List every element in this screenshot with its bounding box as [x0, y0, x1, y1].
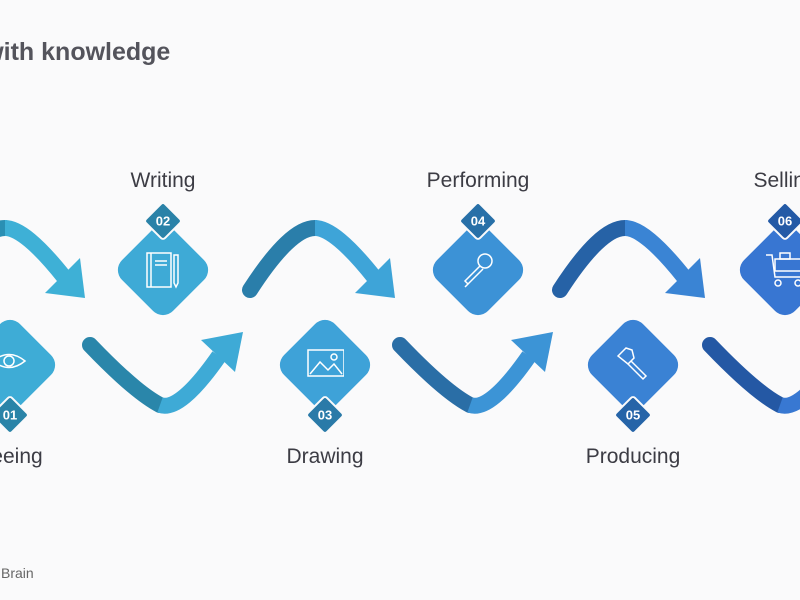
step-number: 04 [470, 213, 486, 229]
arrow-body [157, 351, 226, 414]
step-label: Selling [753, 169, 800, 192]
step-label: Writing [130, 169, 196, 192]
arrow-head [511, 332, 553, 372]
step-number: 05 [625, 407, 641, 423]
step-label: Performing [426, 169, 530, 192]
image-icon [307, 349, 344, 377]
notebook-pencil-icon [146, 252, 179, 289]
arrow-tail [0, 220, 13, 238]
arrow-head [665, 258, 705, 298]
eye-icon [0, 353, 27, 369]
arrow-body [467, 351, 536, 414]
arrow-head [45, 258, 85, 298]
step-number: 02 [155, 213, 171, 229]
step-number: 03 [317, 407, 333, 423]
arrow-body [314, 220, 381, 282]
step-number: 01 [2, 407, 18, 423]
step-label: Producing [585, 445, 681, 468]
shopping-cart-icon [766, 252, 800, 287]
arrow-body [777, 389, 800, 414]
arrow-body [4, 220, 71, 282]
arrow-tail [82, 337, 168, 413]
arrow-tail [242, 220, 323, 298]
hammer-icon [616, 347, 648, 381]
arrow-tail [702, 337, 788, 413]
arrow-tail [392, 337, 478, 413]
arrow-body [624, 220, 691, 282]
arrow-head [355, 258, 395, 298]
step-number: 06 [777, 213, 793, 229]
arrow-head [201, 332, 243, 372]
page-title: g with knowledge [0, 38, 171, 66]
step-label: Drawing [286, 445, 364, 468]
footer-text: l Brain [0, 565, 34, 581]
microphone-icon [463, 253, 493, 288]
arrow-tail [552, 220, 633, 298]
step-label: Seeing [0, 445, 43, 468]
